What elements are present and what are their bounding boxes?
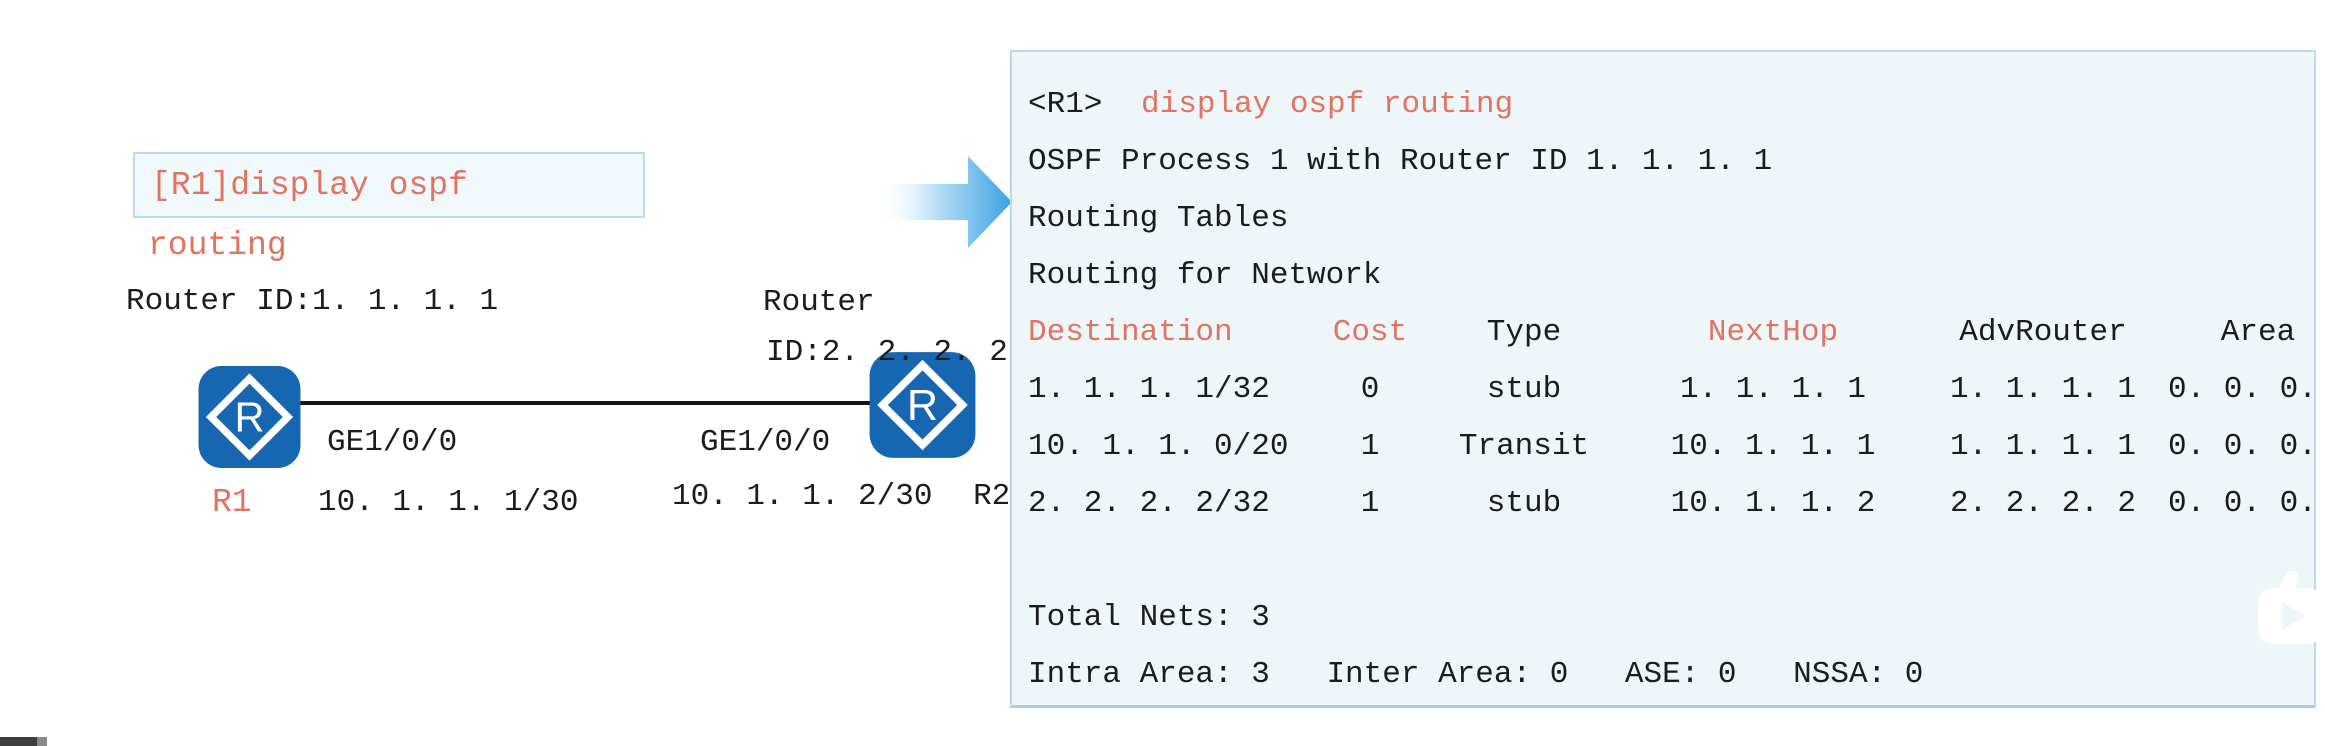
cell-advrouter: 1. 1. 1. 1 [1949,429,2137,464]
header-nexthop: NextHop [1707,315,1839,350]
header-type: Type [1486,315,1562,350]
header-destination: Destination [1028,315,1233,350]
command-highlight-box: [R1]display ospf [133,152,645,218]
router1-ip-label: 10. 1. 1. 1/30 [318,485,579,520]
router1-icon: R [198,366,301,468]
total-nets-line: Total Nets: 3 [1028,600,1270,635]
cell-cost: 0 [1360,372,1380,407]
router1-name-label: R1 [212,484,252,521]
router2-ip-label: 10. 1. 1. 2/30 [672,479,933,514]
flow-arrow-icon [876,156,1012,248]
routing-table-row: 1. 1. 1. 1/32 0 stub 1. 1. 1. 1 1. 1. 1.… [1012,361,2325,418]
router2-name-label: R2 [973,479,1011,514]
cell-destination: 10. 1. 1. 0/20 [1028,429,1289,464]
terminal-blank-line [1012,532,2314,589]
cell-area: 0. 0. 0. 0 [2168,429,2325,464]
header-cost: Cost [1332,315,1408,350]
cell-type: stub [1486,486,1562,521]
terminal-output-panel: <R1> display ospf routing OSPF Process 1… [1010,50,2325,708]
router2-interface-label: GE1/0/0 [700,425,831,460]
cell-type: stub [1486,372,1562,407]
cell-nexthop: 10. 1. 1. 2 [1670,486,1876,521]
header-area: Area [2220,315,2296,350]
router2-id-label-line1: Router [763,285,875,320]
terminal-command-line: <R1> display ospf routing [1012,76,2314,133]
area-summary-line: Intra Area: 3 Inter Area: 0 ASE: 0 NSSA:… [1012,646,2314,703]
cell-type: Transit [1458,429,1590,464]
terminal-info-line: OSPF Process 1 with Router ID 1. 1. 1. 1 [1028,144,1773,179]
ase-count: ASE: 0 [1624,657,1737,692]
header-advrouter: AdvRouter [1959,315,2127,350]
routing-table-header-row: Destination Cost Type NextHop AdvRouter … [1012,304,2314,361]
terminal-info-line: Routing Tables [1028,201,1289,236]
routing-table-row: 2. 2. 2. 2/32 1 stub 10. 1. 1. 2 2. 2. 2… [1012,475,2325,532]
video-play-icon[interactable] [2252,564,2325,668]
inter-area-count: Inter Area: 0 [1326,657,1569,692]
terminal-prompt: <R1> [1028,87,1103,122]
terminal-command: display ospf routing [1141,87,1514,122]
link-line-r1-r2 [300,401,870,405]
routing-table-row: 10. 1. 1. 0/20 1 Transit 10. 1. 1. 1 1. … [1012,418,2325,475]
router1-icon-letter: R [234,394,264,441]
cell-destination: 1. 1. 1. 1/32 [1028,372,1270,407]
command-text-line1: [R1]display ospf [151,167,468,204]
cell-advrouter: 2. 2. 2. 2 [1949,486,2137,521]
nssa-count: NSSA: 0 [1793,657,1924,692]
video-progress-bar-cap [37,737,47,746]
video-progress-bar-fragment [0,737,47,746]
router2-id-label-line2: ID:2. 2. 2. 2 [766,335,1008,370]
cell-area: 0. 0. 0. 0 [2168,486,2325,521]
intra-area-count: Intra Area: 3 [1028,657,1270,692]
cell-advrouter: 1. 1. 1. 1 [1949,372,2137,407]
terminal-info-line: Routing for Network [1028,258,1382,293]
router2-ip-row: 10. 1. 1. 2/30 R2 [672,478,1010,516]
cell-nexthop: 1. 1. 1. 1 [1679,372,1867,407]
router2-icon-letter: R [907,382,938,430]
router1-id-label: Router ID:1. 1. 1. 1 [126,284,499,319]
cell-cost: 1 [1360,429,1380,464]
router2-icon: R [869,352,976,458]
cell-area: 0. 0. 0. 0 [2168,372,2325,407]
cell-destination: 2. 2. 2. 2/32 [1028,486,1270,521]
cell-cost: 1 [1360,486,1380,521]
router1-interface-label: GE1/0/0 [327,425,458,460]
command-text-line2: routing [148,227,287,264]
cell-nexthop: 10. 1. 1. 1 [1670,429,1876,464]
